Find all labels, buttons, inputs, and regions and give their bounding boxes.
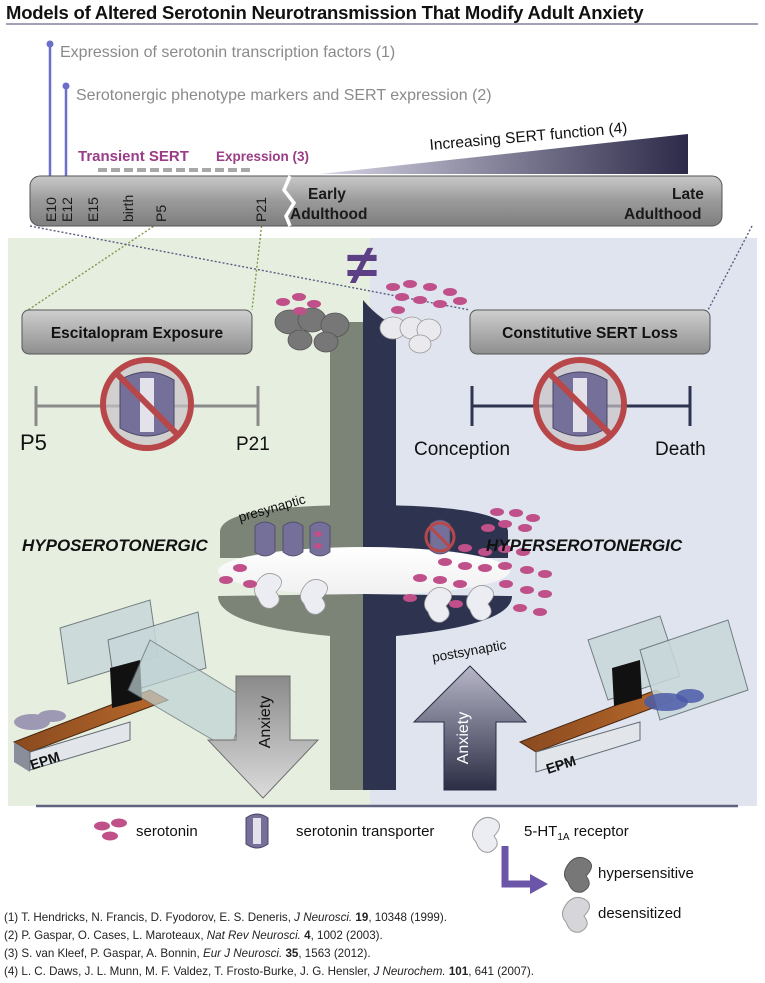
left-connector-lines (27, 221, 263, 311)
tick-e10: E10 (43, 197, 59, 222)
increasing-wedge (320, 134, 688, 174)
prohibited-transporter-left (100, 357, 194, 451)
escitalopram-label: Escitalopram Exposure (51, 325, 224, 342)
factor-dot-2 (62, 82, 70, 90)
epm-apparatus-right (518, 615, 749, 773)
timeline-ticks: E10 E12 E15 birth P5 P21 (43, 195, 269, 222)
reference-1: (1) T. Hendricks, N. Francis, D. Fyodoro… (4, 911, 447, 924)
sert-loss-label: Constitutive SERT Loss (502, 325, 678, 342)
late-label-2: Adulthood (624, 206, 701, 223)
transient-label-a: Transient SERT (78, 148, 189, 165)
reference-4: (4) L. C. Daws, J. L. Munn, M. F. Valdez… (4, 965, 534, 978)
anxiety-up-arrow (412, 665, 528, 791)
right-interval-end: Death (655, 439, 706, 460)
figure-title: Models of Altered Serotonin Neurotransmi… (6, 2, 644, 23)
left-axon (330, 322, 363, 530)
legend-hypersensitive-label: hypersensitive (598, 865, 694, 882)
legend-receptor-swatch (472, 816, 500, 853)
legend-receptor-label: 5-HT1A receptor (524, 823, 629, 843)
tick-e12: E12 (59, 197, 75, 222)
post-receptors-left (254, 573, 328, 615)
factor-label-2: Serotonergic phenotype markers and SERT … (76, 87, 492, 104)
hypersensitive-receptors-top (274, 307, 350, 353)
factor-dot-1 (46, 40, 54, 48)
legend-hypersensitive-swatch (564, 856, 592, 893)
right-post-terminal (363, 594, 512, 790)
timeline-bar (29, 175, 723, 227)
legend-transporter-label: serotonin transporter (296, 823, 434, 840)
legend-transporter-swatch (245, 813, 269, 849)
reference-3: (3) S. van Kleef, P. Gaspar, A. Bonnin, … (4, 947, 371, 960)
reference-2: (2) P. Gaspar, O. Cases, L. Maroteaux, N… (4, 929, 383, 942)
legend-elbow-arrow (501, 846, 534, 888)
hyperserotonergic-label: HYPERSEROTONERGIC (486, 536, 683, 555)
timeline-break (281, 175, 297, 227)
not-equal-sign: ≠ (347, 233, 378, 296)
early-label-1: Early (308, 186, 346, 203)
serotonin-top-left (276, 293, 321, 315)
legend-desensitized-label: desensitized (598, 905, 681, 922)
tick-p21: P21 (253, 197, 269, 222)
left-interval-end: P21 (236, 434, 270, 455)
serotonin-in-transporters (314, 531, 322, 549)
transient-label-b: Expression (3) (216, 149, 309, 164)
right-axon (363, 320, 396, 530)
sert-loss-box (469, 309, 711, 355)
hyposerotonergic-label: HYPOSEROTONERGIC (22, 536, 208, 555)
left-post-terminal (218, 594, 363, 790)
left-interval-start: P5 (20, 430, 47, 455)
legend-desensitized-swatch (562, 896, 590, 933)
anxiety-label-right: Anxiety (455, 712, 472, 764)
serotonin-cleft-right (403, 508, 552, 616)
prohibited-transporter-right (533, 357, 627, 451)
desensitized-receptors-top (379, 316, 442, 354)
serotonin-top-right (386, 280, 467, 314)
early-label-2: Adulthood (290, 206, 367, 223)
late-label-1: Late (672, 186, 704, 203)
right-interval-start: Conception (414, 439, 510, 460)
factor-label-1: Expression of serotonin transcription fa… (60, 44, 395, 61)
epm-apparatus-left (12, 599, 249, 772)
post-receptors-right (424, 585, 494, 623)
legend-serotonin-label: serotonin (136, 823, 198, 840)
serotonin-cleft-left (219, 564, 257, 588)
tick-birth: birth (120, 195, 136, 222)
escitalopram-box (21, 309, 253, 355)
anxiety-label-left: Anxiety (257, 696, 274, 748)
prohibited-transporter-small (424, 519, 456, 555)
transporters-left (254, 521, 331, 557)
legend-serotonin-swatch (94, 818, 127, 841)
anxiety-down-arrow (206, 675, 320, 799)
tick-p5: P5 (153, 205, 169, 222)
tick-e15: E15 (85, 197, 101, 222)
